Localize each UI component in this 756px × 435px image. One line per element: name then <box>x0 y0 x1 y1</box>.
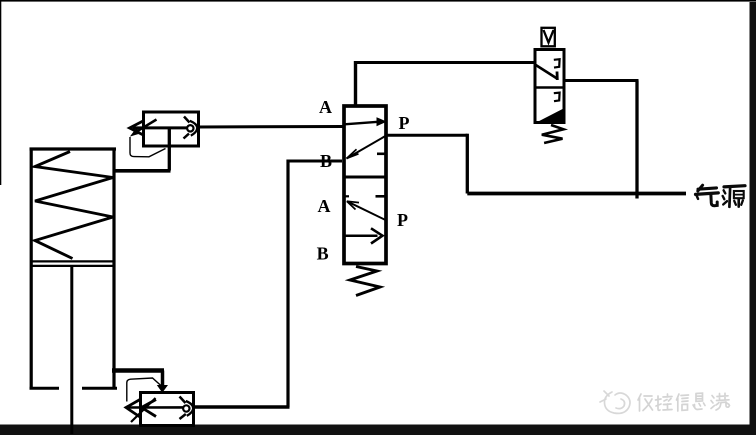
svg-text:P: P <box>399 113 410 133</box>
svg-text:P: P <box>397 210 408 230</box>
svg-text:A: A <box>319 97 332 117</box>
svg-text:B: B <box>317 244 329 264</box>
svg-text:A: A <box>318 196 331 216</box>
